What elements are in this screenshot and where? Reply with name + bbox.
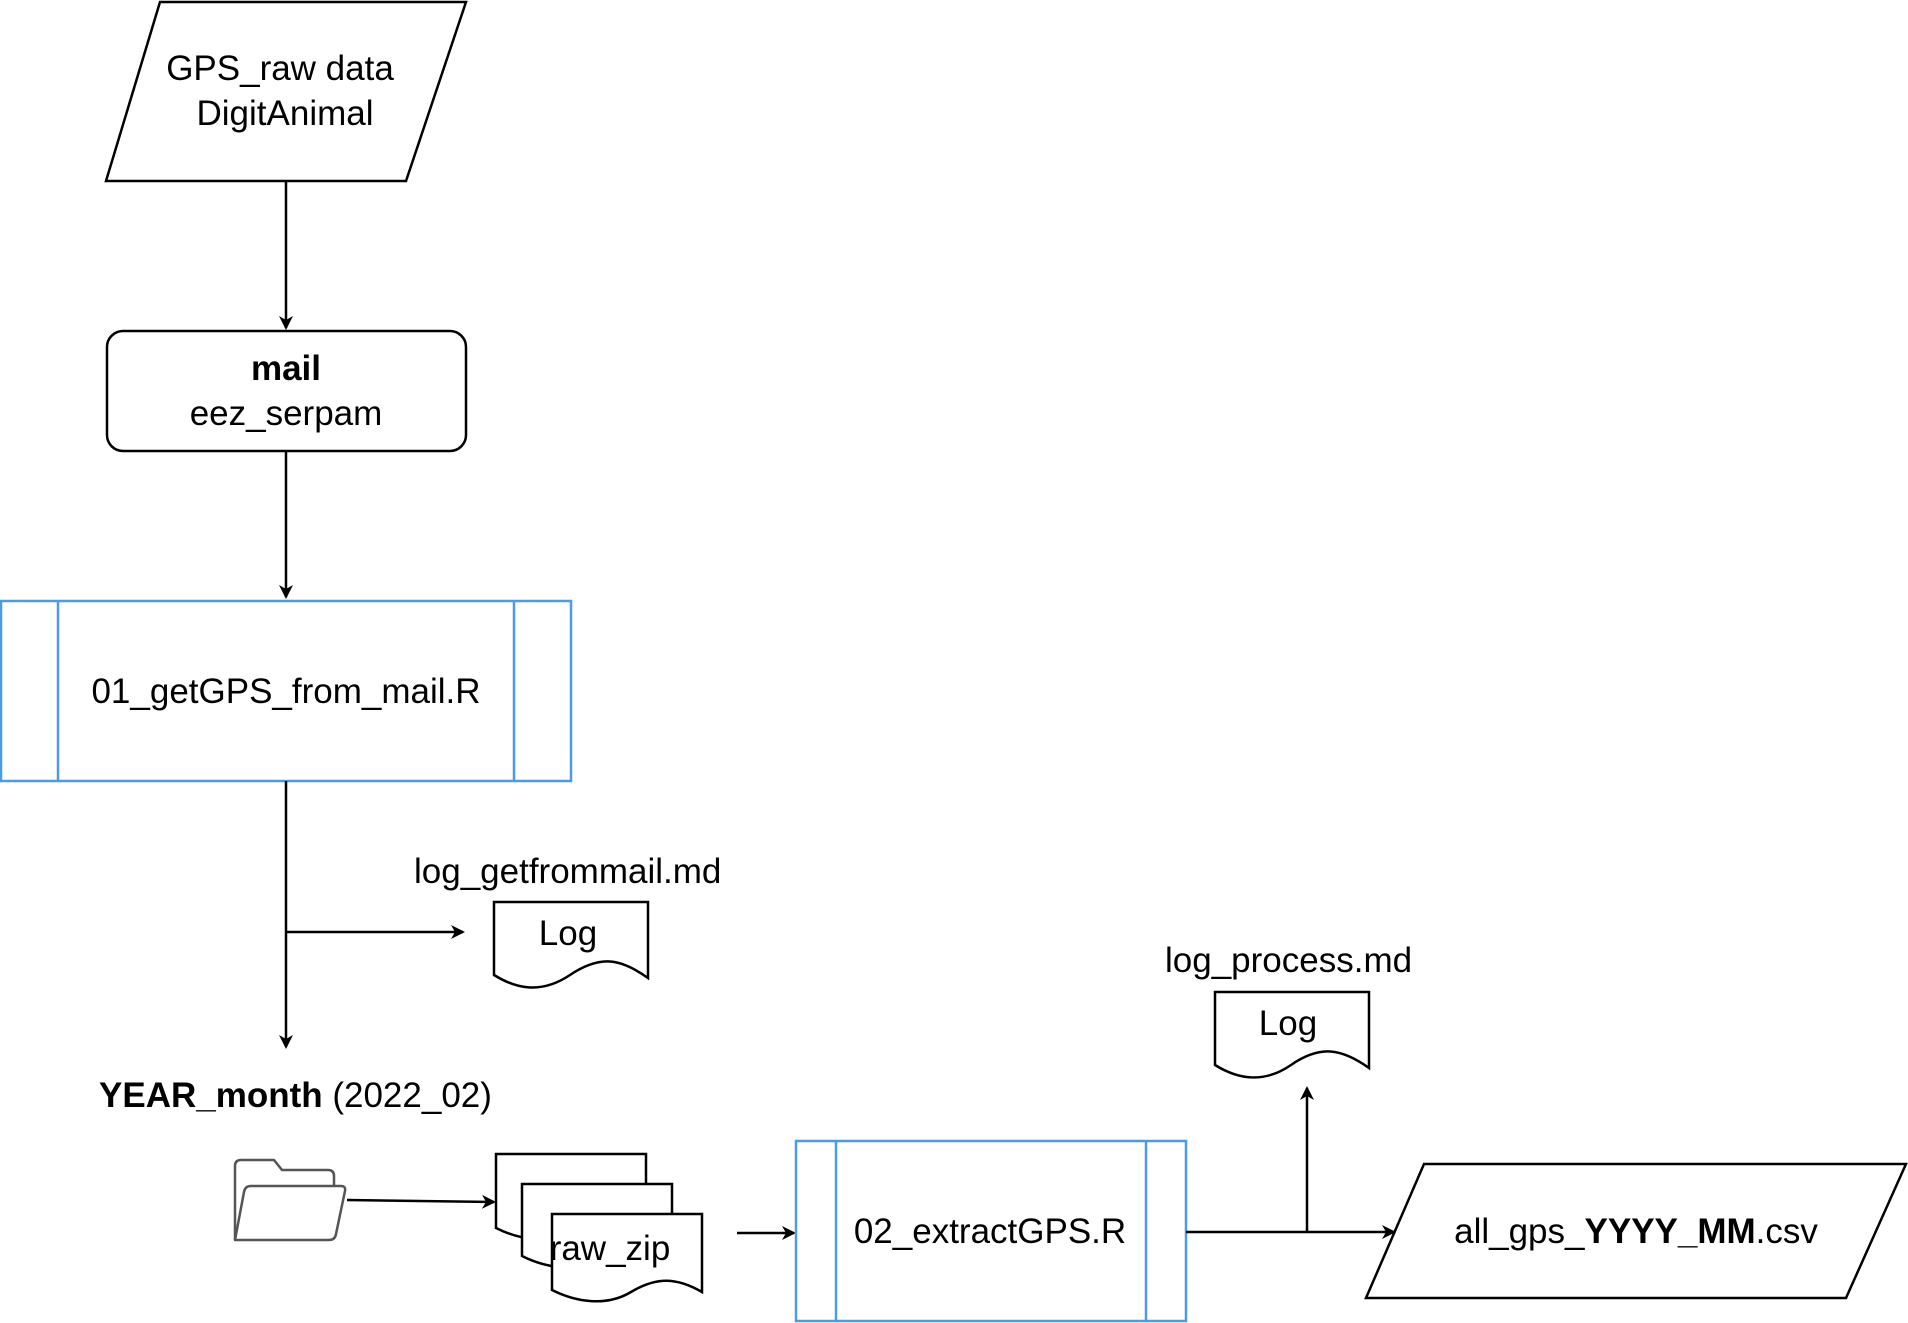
log-getfrommail-label: Log xyxy=(539,914,597,953)
folder-icon xyxy=(233,1158,347,1242)
year-month-label: YEAR_month (2022_02) xyxy=(99,1076,492,1115)
extractgps-process-node: 02_extractGPS.R xyxy=(794,1139,1188,1323)
extractgps-label: 02_extractGPS.R xyxy=(854,1212,1126,1251)
log-getfrommail-filename: log_getfrommail.md xyxy=(414,852,721,891)
edge-folder-to-rawzip xyxy=(346,1194,496,1209)
log-process-label: Log xyxy=(1259,1004,1317,1043)
output-bold: YYYY_MM xyxy=(1585,1212,1756,1251)
getgps-label: 01_getGPS_from_mail.R xyxy=(91,672,480,711)
gps-raw-label-2: DigitAnimal xyxy=(197,94,374,133)
mail-subtitle: eez_serpam xyxy=(190,394,383,433)
log-process-document: Log xyxy=(1213,990,1371,1079)
year-month-rest: (2022_02) xyxy=(323,1076,492,1115)
log-getfrommail-document: Log xyxy=(492,900,650,989)
gps-raw-label-1: GPS_raw data xyxy=(166,49,394,88)
gps-raw-data-node: GPS_raw data DigitAnimal xyxy=(104,0,468,183)
output-csv-node: all_gps_YYYY_MM.csv xyxy=(1364,1162,1908,1300)
output-prefix: all_gps_ xyxy=(1454,1212,1585,1251)
output-label: all_gps_YYYY_MM.csv xyxy=(1454,1212,1818,1251)
raw-zip-documents: raw_zip xyxy=(494,1152,704,1303)
output-suffix: .csv xyxy=(1756,1212,1819,1251)
raw-zip-label: raw_zip xyxy=(550,1229,671,1268)
year-month-bold: YEAR_month xyxy=(99,1076,323,1115)
getgps-process-node: 01_getGPS_from_mail.R xyxy=(0,599,573,783)
log-process-filename: log_process.md xyxy=(1165,941,1412,980)
mail-node: mail eez_serpam xyxy=(105,329,468,453)
mail-title: mail xyxy=(251,349,321,388)
